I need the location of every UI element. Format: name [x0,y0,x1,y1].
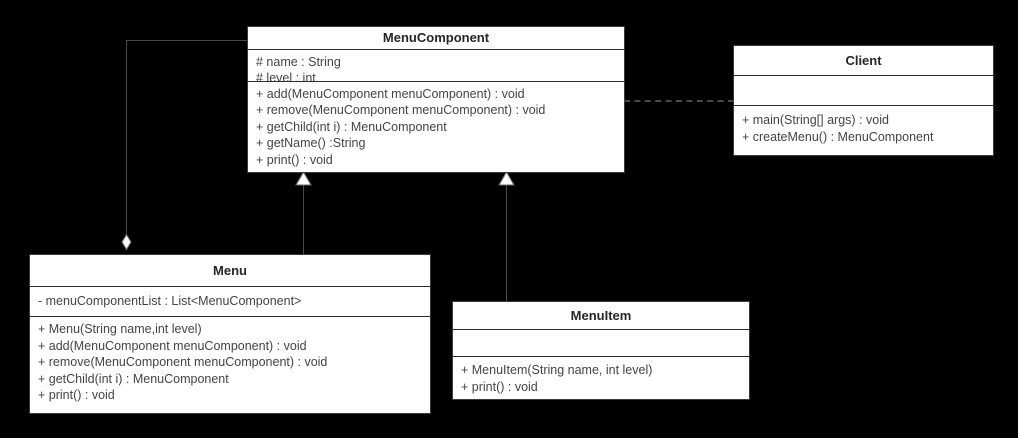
operation-item: + remove(MenuComponent menuComponent) : … [38,355,328,369]
operations-compartment-client: + main(String[] args) : void + createMen… [734,106,993,155]
aggregation-diamond-icon [121,233,132,251]
operation-item: + remove(MenuComponent menuComponent) : … [256,103,546,117]
compartment-divider [248,48,624,50]
menu-generalization-arrowhead-icon [295,171,312,186]
attributes-compartment-menu: - menuComponentList : List<MenuComponent… [30,287,430,316]
operation-item: + getChild(int i) : MenuComponent [256,119,447,134]
compartment-divider [248,80,624,82]
operation-item: + print() : void [38,388,115,402]
operation-item: + add(MenuComponent menuComponent) : voi… [256,86,525,101]
operation-item: + getName() :String [256,136,366,150]
operation-item: + main(String[] args) : void [742,113,889,127]
compartment-divider [453,356,749,357]
class-box-menucomponent[interactable]: MenuComponent # name : String # level : … [247,26,625,173]
operation-item: + MenuItem(String name, int level) [461,363,653,377]
attribute-item: - menuComponentList : List<MenuComponent… [38,294,302,309]
operations-compartment-menuitem: + MenuItem(String name, int level) + pri… [453,357,749,399]
attributes-compartment-menucomponent: # name : String # level : int [248,50,624,86]
attributes-compartment-client [734,76,993,105]
compartment-divider [734,75,993,76]
aggregation-horizontal-segment [126,40,248,41]
class-title-menu: Menu [213,263,247,278]
operation-item: + add(MenuComponent menuComponent) : voi… [38,338,307,353]
class-title-client: Client [845,53,882,68]
class-box-client[interactable]: Client + main(String[] args) : void + cr… [733,45,994,156]
compartment-divider [30,316,430,317]
attribute-item: # name : String [256,54,341,69]
aggregation-vertical-segment [126,40,127,245]
operations-compartment-menu: + Menu(String name,int level) + add(Menu… [30,317,430,413]
attributes-compartment-menuitem [453,330,749,356]
operation-item: + getChild(int i) : MenuComponent [38,371,229,386]
operations-compartment-menucomponent: + add(MenuComponent menuComponent) : voi… [248,82,624,173]
operation-item: + createMenu() : MenuComponent [742,129,934,144]
operation-item: + print() : void [256,152,333,167]
class-title-menucomponent: MenuComponent [382,30,490,46]
menuitem-generalization-line [506,184,507,302]
compartment-divider [734,105,993,106]
operation-item: + Menu(String name,int level) [38,322,202,336]
class-box-menu[interactable]: Menu - menuComponentList : List<MenuComp… [29,254,431,414]
client-dependency-dashed-line [624,100,734,102]
menuitem-generalization-arrowhead-icon [498,171,515,186]
operation-item: + print() : void [461,379,538,394]
compartment-divider [453,328,749,330]
compartment-divider [30,286,430,287]
class-title-menuitem: MenuItem [570,307,632,323]
attribute-item: # level : int [256,71,316,85]
menu-generalization-line [303,184,304,255]
class-box-menuitem[interactable]: MenuItem + MenuItem(String name, int lev… [452,301,750,400]
